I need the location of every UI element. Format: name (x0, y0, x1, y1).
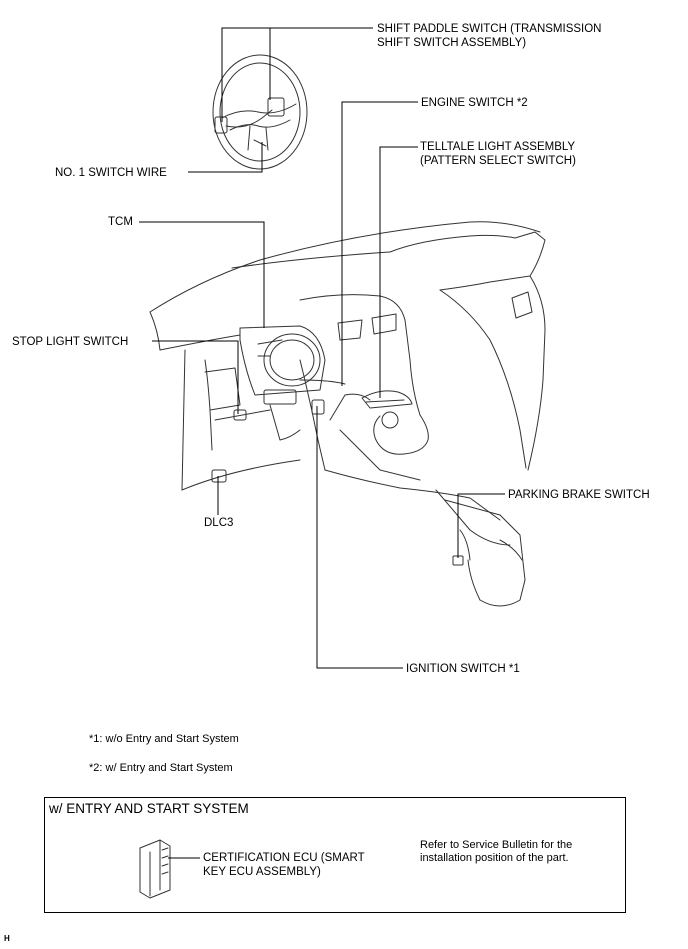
label-engine-switch: ENGINE SWITCH *2 (421, 97, 528, 109)
leader-stop-light (152, 340, 239, 414)
steering-wheel-illustration (212, 54, 308, 170)
leader-tcm (139, 221, 265, 328)
label-stop-light-switch: STOP LIGHT SWITCH (12, 336, 129, 348)
leader-parking-brake (457, 493, 505, 558)
label-certification-ecu: CERTIFICATION ECU (SMART KEY ECU ASSEMBL… (203, 852, 365, 878)
dashboard-illustration (149, 221, 546, 607)
entry-start-system-box: w/ ENTRY AND START SYSTEM CERTIFICATION … (44, 797, 626, 913)
label-no1-switch-wire: NO. 1 SWITCH WIRE (55, 167, 167, 179)
label-shift-paddle-switch: SHIFT PADDLE SWITCH (TRANSMISSION SHIFT … (377, 23, 602, 49)
label-dlc3: DLC3 (204, 517, 234, 529)
label-telltale-light-assembly: TELLTALE LIGHT ASSEMBLY (PATTERN SELECT … (420, 141, 576, 167)
certification-ecu-shape (139, 839, 171, 899)
leader-ignition (316, 406, 403, 669)
footnote-1: *1: w/o Entry and Start System (89, 733, 239, 745)
entry-box-title: w/ ENTRY AND START SYSTEM (49, 801, 249, 816)
leader-telltale (379, 146, 418, 398)
leader-engine-switch (341, 101, 418, 386)
footnote-2: *2: w/ Entry and Start System (89, 762, 233, 774)
telltale-assembly-illustration (361, 390, 413, 429)
label-ignition-switch: IGNITION SWITCH *1 (406, 663, 520, 675)
ignition-switch-shape (311, 399, 325, 415)
service-bulletin-note: Refer to Service Bulletin for the instal… (420, 839, 573, 864)
label-tcm: TCM (108, 216, 133, 228)
dlc3-connector-shape (211, 469, 227, 483)
label-parking-brake-switch: PARKING BRAKE SWITCH (508, 489, 650, 501)
leader-no1-switch-wire (188, 142, 263, 173)
stop-light-switch-shape (233, 409, 247, 421)
instrument-cluster-illustration (239, 325, 346, 405)
leader-shift-paddle (221, 27, 373, 122)
corner-mark: H (4, 934, 10, 943)
